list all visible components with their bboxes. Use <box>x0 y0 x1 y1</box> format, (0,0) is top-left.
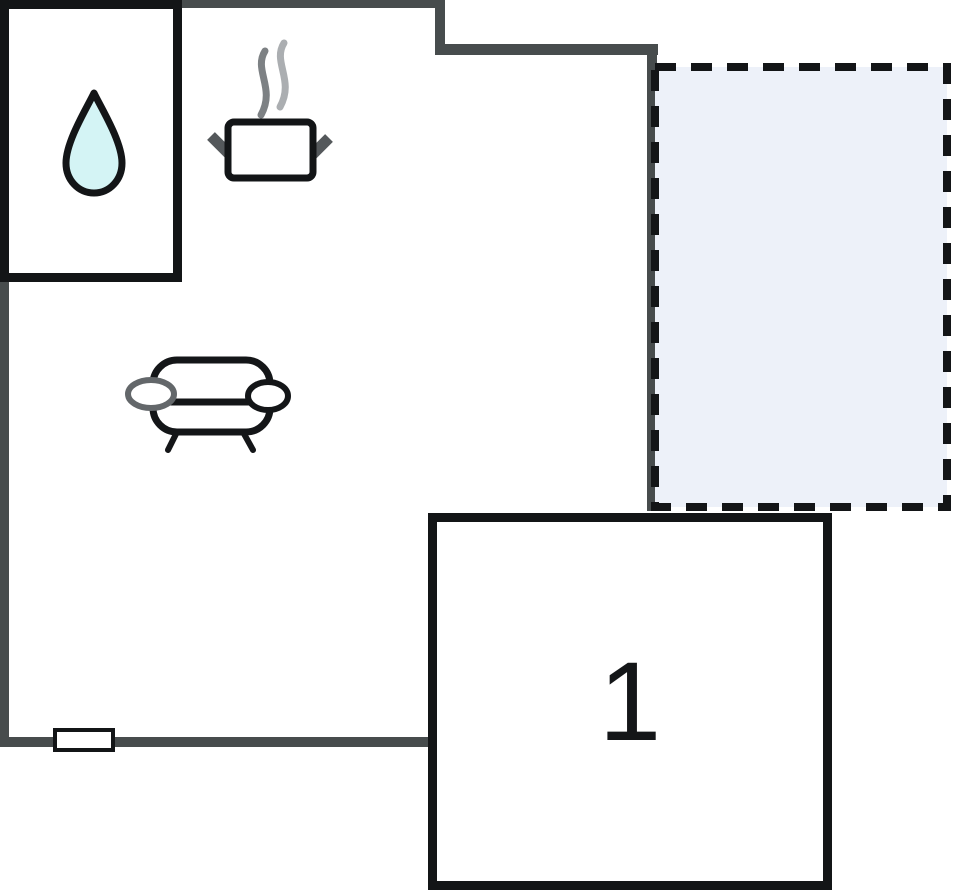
cooking-pot-icon <box>207 39 333 182</box>
window-marker <box>53 728 115 752</box>
sofa-armrest-left <box>125 377 177 411</box>
wall-right <box>647 44 657 511</box>
steam-line-dark <box>257 47 270 119</box>
wall-top-step <box>435 0 445 55</box>
wall-upper-right <box>435 44 658 55</box>
wall-top <box>0 0 445 8</box>
steam-line-light <box>276 39 289 111</box>
water-drop-icon <box>62 89 126 197</box>
terrace-dashed-outline <box>651 63 951 511</box>
bedroom-1-room: 1 <box>428 513 832 890</box>
sofa-icon <box>125 356 291 453</box>
wall-bottom <box>0 737 437 747</box>
sofa-armrest-right <box>245 379 291 413</box>
wall-left <box>0 0 9 747</box>
terrace-area <box>650 62 952 512</box>
pot-body <box>224 118 317 182</box>
bedroom-1-label: 1 <box>598 638 662 764</box>
